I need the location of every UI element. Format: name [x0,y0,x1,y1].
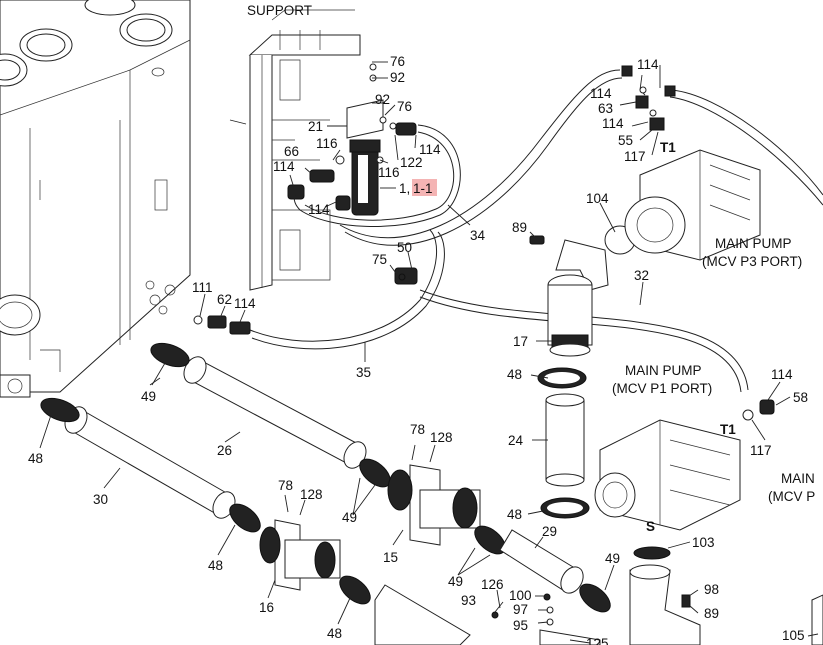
highlight-1-1 [412,179,437,196]
tube-29-lower [374,529,611,645]
fittings-left [193,267,418,335]
label-49: 49 [448,574,463,589]
label-1-1: 1-1 [413,181,433,196]
label-100: 100 [509,588,532,603]
label-114: 114 [273,159,295,174]
label-29: 29 [542,524,557,539]
label-17: 17 [513,334,528,349]
label-63: 63 [598,101,613,116]
label-15: 15 [383,550,398,565]
label-75: 75 [372,252,387,267]
label-76: 76 [390,54,405,69]
label-114: 114 [234,296,256,311]
tube-30 [40,397,261,533]
label-62: 62 [217,292,232,307]
label-66: 66 [284,144,299,159]
label-92: 92 [390,70,405,85]
label-49: 49 [605,551,620,566]
flange-16 [259,519,371,605]
hydraulic-tank [0,0,191,398]
label-117: 117 [624,149,646,164]
label-24: 24 [508,433,524,448]
label-t1: T1 [660,140,676,155]
label-93: 93 [461,593,476,608]
label-114: 114 [590,86,612,101]
label-78: 78 [278,478,293,493]
tube-26 [150,342,391,488]
label-76: 76 [397,99,412,114]
label-105: 105 [782,628,805,643]
label-114: 114 [771,367,793,382]
label-114: 114 [419,142,441,157]
callout-labels: SUPPORT 76 92 92 76 21 116 66 114 116 12… [28,3,815,645]
label-92: 92 [375,92,390,107]
main-pump-p3-title: MAIN PUMP [715,236,792,251]
suction-pipe-assembly [529,225,636,519]
label-78: 78 [410,422,425,437]
main-pump-cut-title: MAIN [781,471,815,486]
label-128: 128 [430,430,453,445]
label-125: 125 [586,636,609,645]
leader-lines [39,61,819,644]
label-16: 16 [259,600,274,615]
label-30: 30 [93,492,108,507]
label-117: 117 [750,443,772,458]
main-pump-p3 [621,65,761,261]
label-55: 55 [618,133,633,148]
label-114: 114 [308,202,330,217]
label-49: 49 [342,510,357,525]
label-126: 126 [481,577,504,592]
label-35: 35 [356,365,371,380]
label-128: 128 [300,487,323,502]
support-frame [248,9,361,291]
hoses [249,69,823,393]
label-1: 1, [399,181,410,196]
label-support: SUPPORT [247,3,312,18]
label-98: 98 [704,582,719,597]
label-48: 48 [208,558,223,573]
label-48: 48 [28,451,43,466]
main-pump-p3-port: (MCV P3 PORT) [702,254,802,269]
label-104: 104 [586,191,609,206]
label-49: 49 [141,389,156,404]
label-32: 32 [634,268,649,283]
flange-15 [387,464,506,555]
label-21: 21 [308,119,323,134]
main-pump-p1-title: MAIN PUMP [625,363,702,378]
main-pump-cut-port: (MCV P [768,489,815,504]
main-pump-p1 [594,399,775,531]
label-116: 116 [378,165,400,180]
label-95: 95 [513,618,528,633]
main-pump-p1-port: (MCV P1 PORT) [612,381,712,396]
label-34: 34 [470,228,486,243]
label-89: 89 [704,606,719,621]
label-114: 114 [602,116,624,131]
label-48: 48 [327,626,342,641]
label-111: 111 [192,280,213,295]
label-58: 58 [793,390,808,405]
filter-assembly [287,63,417,216]
label-116: 116 [316,136,338,151]
fitting-bottom [491,546,823,645]
label-114: 114 [637,57,659,72]
label-t1: T1 [720,422,736,437]
label-48: 48 [507,507,522,522]
label-s: S [646,519,655,534]
label-89: 89 [512,220,527,235]
label-48: 48 [507,367,522,382]
label-50: 50 [397,240,412,255]
label-122: 122 [400,155,423,170]
label-103: 103 [692,535,715,550]
label-97: 97 [513,602,528,617]
label-26: 26 [217,443,232,458]
